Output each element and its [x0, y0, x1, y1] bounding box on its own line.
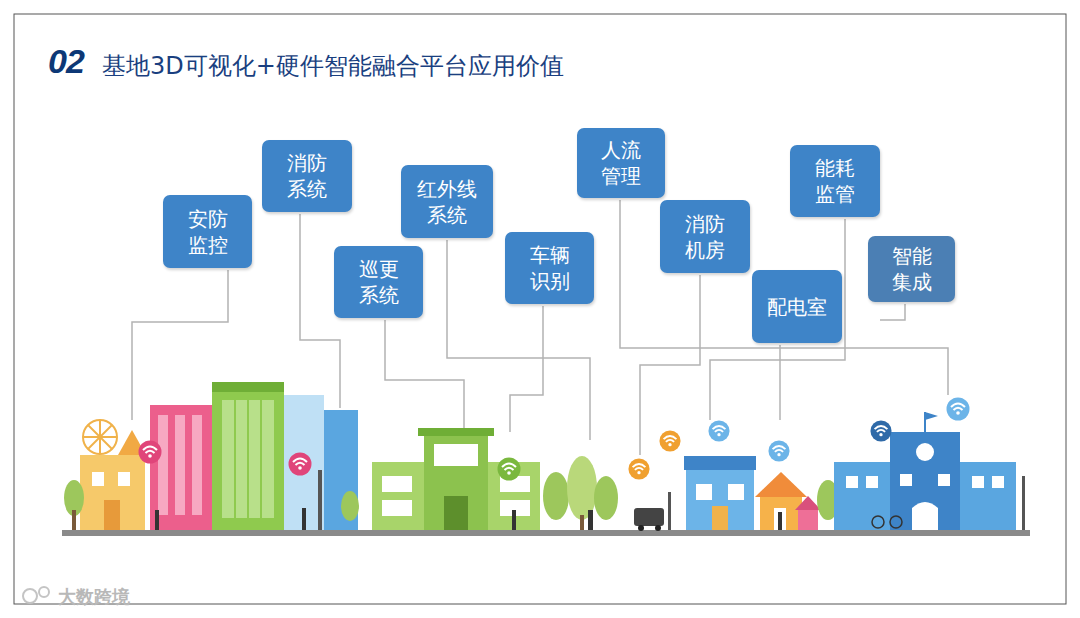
- callout-box: 能耗 监管: [790, 145, 880, 217]
- callout-text: 配电室: [767, 294, 827, 320]
- city: [62, 382, 1030, 536]
- callout-text: 人流 管理: [585, 137, 657, 189]
- callout-box: 红外线 系统: [401, 165, 493, 238]
- callout-text: 能耗 监管: [798, 155, 872, 207]
- callout-text: 红外线 系统: [409, 176, 485, 228]
- watermark-logo: [23, 587, 49, 603]
- callout-box: 巡更 系统: [334, 246, 423, 318]
- page-title: 基地3D可视化+硬件智能融合平台应用价值: [102, 50, 564, 82]
- callout-box: 消防 机房: [660, 200, 750, 273]
- callout-text: 消防 机房: [668, 211, 742, 263]
- slide-frame: [14, 14, 1066, 604]
- callout-box: 车辆 识别: [505, 232, 594, 304]
- callout-text: 车辆 识别: [513, 242, 586, 294]
- watermark: 大数跨境: [58, 585, 130, 609]
- callout-box: 人流 管理: [577, 128, 665, 198]
- callout-box: 消防 系统: [262, 140, 352, 212]
- section-number: 02: [48, 42, 84, 81]
- callout-text: 巡更 系统: [342, 256, 415, 308]
- callout-text: 智能 集成: [876, 243, 947, 295]
- callout-box: 配电室: [752, 270, 842, 343]
- callout-text: 安防 监控: [171, 206, 244, 258]
- callout-text: 消防 系统: [270, 150, 344, 202]
- callout-box: 智能 集成: [868, 236, 955, 302]
- callout-box: 安防 监控: [163, 195, 252, 268]
